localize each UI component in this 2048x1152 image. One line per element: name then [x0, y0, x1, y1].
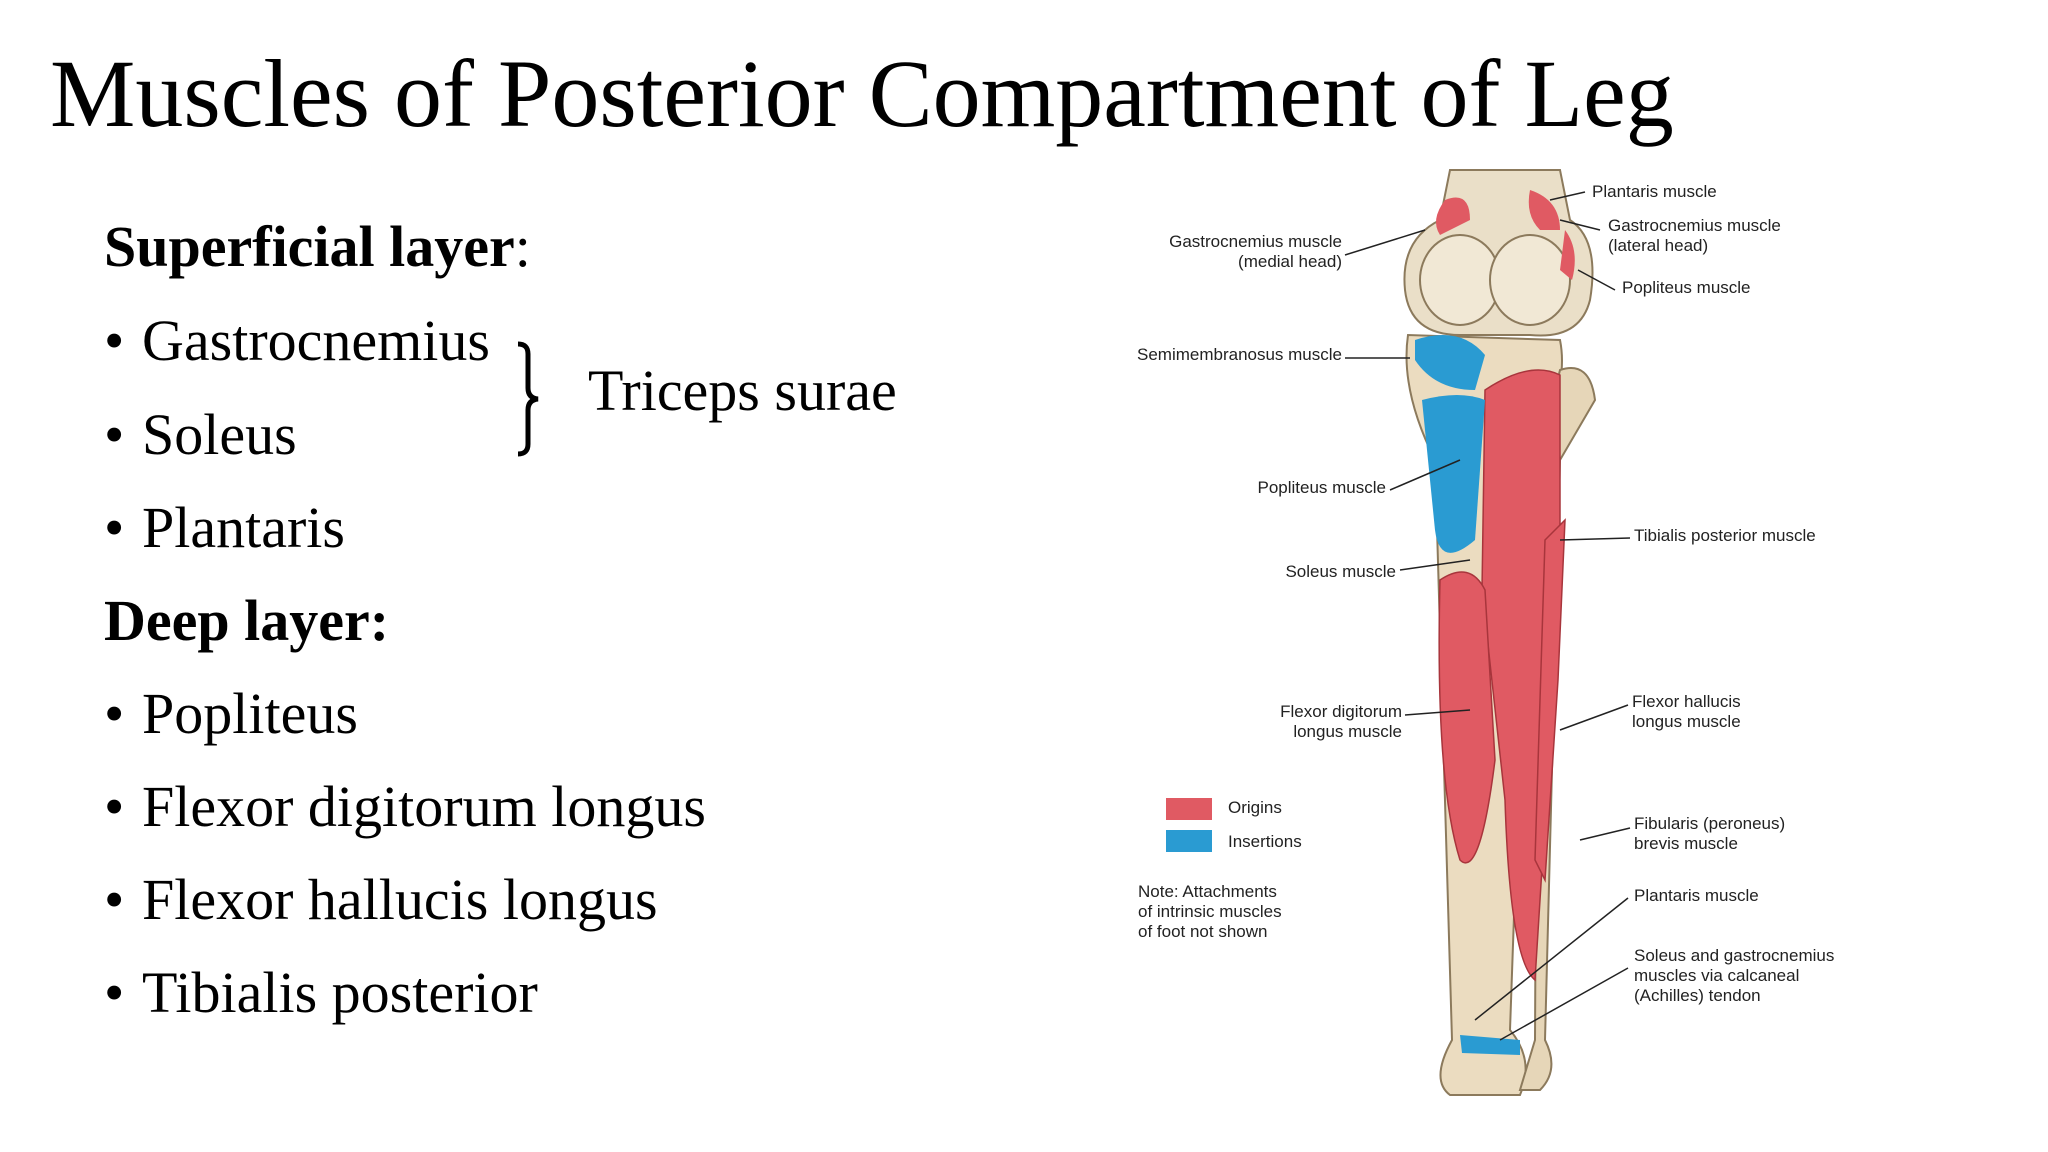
list-item-text: Flexor hallucis longus — [142, 867, 658, 932]
list-item-text: Soleus — [142, 402, 297, 467]
list-item: • Tibialis posterior — [104, 958, 538, 1028]
list-item: • Popliteus — [104, 679, 358, 749]
triceps-surae-label: Triceps surae — [588, 358, 897, 423]
slide-title: Muscles of Posterior Compartment of Leg — [50, 40, 1674, 147]
bullet-dot: • — [104, 495, 125, 560]
bullet-dot: • — [104, 308, 125, 373]
list-item: • Flexor digitorum longus — [104, 772, 706, 842]
bullet-dot: • — [104, 867, 125, 932]
figure-label-tibialis-posterior: Tibialis posterior muscle — [1634, 526, 1816, 545]
bullet-dot: • — [104, 681, 125, 746]
list-item: • Flexor hallucis longus — [104, 865, 658, 935]
legend-label-insertions: Insertions — [1228, 832, 1302, 851]
figure-label-gastrocnemius-medial: Gastrocnemius muscle (medial head) — [1169, 232, 1342, 271]
legend-swatch-origins — [1166, 798, 1212, 820]
leg-illustration — [1344, 169, 1631, 1096]
superficial-heading-colon: : — [514, 214, 531, 279]
bullet-dot: • — [104, 774, 125, 839]
figure-label-plantaris-bottom: Plantaris muscle — [1634, 886, 1759, 905]
superficial-heading-text: Superficial layer — [104, 214, 515, 279]
figure-label-plantaris-top: Plantaris muscle — [1592, 182, 1717, 201]
brace-icon — [510, 340, 550, 458]
deep-layer-heading: Deep layer: — [104, 588, 390, 653]
legend-label-origins: Origins — [1228, 798, 1282, 817]
list-item: • Plantaris — [104, 493, 345, 563]
figure-label-gastrocnemius-lateral: Gastrocnemius muscle (lateral head) — [1608, 216, 1781, 255]
figure-label-popliteus-right: Popliteus muscle — [1622, 278, 1751, 297]
figure-label-flexor-digitorum: Flexor digitorum longus muscle — [1280, 702, 1402, 741]
figure-label-popliteus-left: Popliteus muscle — [1257, 478, 1386, 497]
bullet-dot: • — [104, 402, 125, 467]
list-item: • Soleus — [104, 400, 297, 470]
list-item-text: Flexor digitorum longus — [142, 774, 706, 839]
bullet-dot: • — [104, 960, 125, 1025]
figure-label-semimembranosus: Semimembranosus muscle — [1136, 345, 1342, 364]
list-item-text: Gastrocnemius — [142, 308, 490, 373]
superficial-layer-heading: Superficial layer: — [104, 212, 531, 282]
figure-label-soleus: Soleus muscle — [1285, 562, 1396, 581]
posterior-leg-figure: Gastrocnemius muscle (medial head) Semim… — [1090, 160, 1890, 1110]
legend-swatch-insertions — [1166, 830, 1212, 852]
figure-note: Note: Attachments of intrinsic muscles o… — [1138, 882, 1282, 941]
figure-label-fibularis-brevis: Fibularis (peroneus) brevis muscle — [1634, 814, 1786, 853]
list-item-text: Tibialis posterior — [142, 960, 538, 1025]
figure-label-achilles: Soleus and gastrocnemius muscles via cal… — [1634, 946, 1835, 1005]
figure-label-flexor-hallucis: Flexor hallucis longus muscle — [1632, 692, 1741, 731]
list-item-text: Popliteus — [142, 681, 358, 746]
list-item: • Gastrocnemius — [104, 306, 490, 376]
list-item-text: Plantaris — [142, 495, 345, 560]
